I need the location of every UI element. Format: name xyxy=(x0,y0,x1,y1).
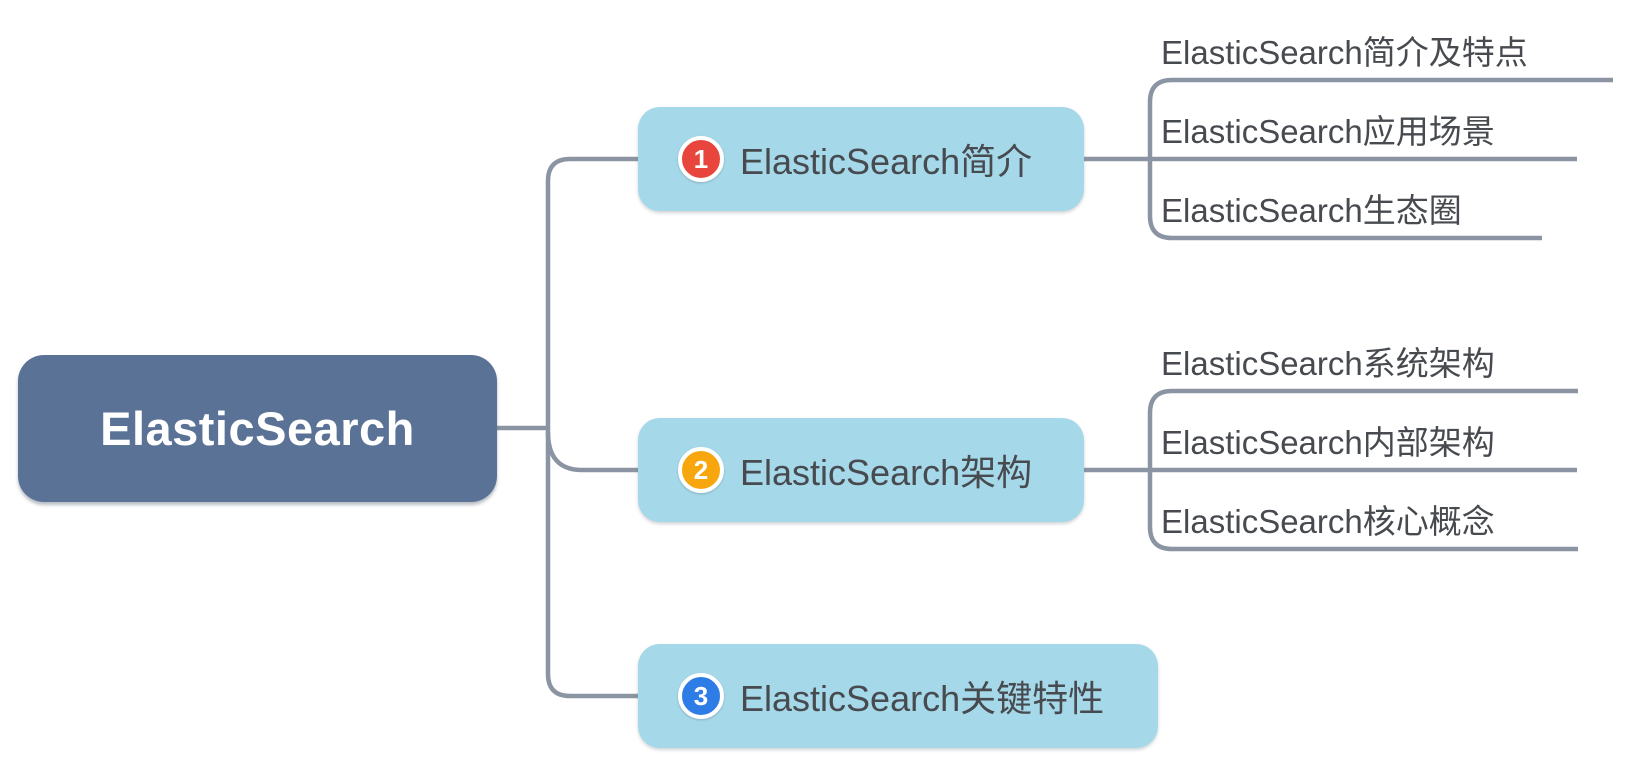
trunk-connector xyxy=(545,156,642,699)
branch-topic-elasticsearch-intro[interactable]: 1 ElasticSearch简介 xyxy=(638,107,1084,211)
numbered-badge-2-icon: 2 xyxy=(678,447,724,493)
subtopic-application-scenarios[interactable]: ElasticSearch应用场景 xyxy=(1161,113,1495,150)
subtopic-internal-architecture[interactable]: ElasticSearch内部架构 xyxy=(1161,424,1495,461)
subtopic-system-architecture[interactable]: ElasticSearch系统架构 xyxy=(1161,345,1495,382)
branch-topic-label: ElasticSearch关键特性 xyxy=(740,678,1105,719)
branch-topic-elasticsearch-architecture[interactable]: 2 ElasticSearch架构 xyxy=(638,418,1084,522)
subtopic-ecosystem[interactable]: ElasticSearch生态圈 xyxy=(1161,192,1462,229)
branch-topic-elasticsearch-key-features[interactable]: 3 ElasticSearch关键特性 xyxy=(638,644,1158,748)
branch-topic-label: ElasticSearch架构 xyxy=(740,452,1033,493)
root-topic-label: ElasticSearch xyxy=(100,402,415,455)
branch-2-connector xyxy=(545,431,642,473)
numbered-badge-3-icon: 3 xyxy=(678,673,724,719)
root-topic[interactable]: ElasticSearch xyxy=(18,355,497,502)
subtopic-core-concepts[interactable]: ElasticSearch核心概念 xyxy=(1161,503,1495,540)
subtopic-intro-and-features[interactable]: ElasticSearch简介及特点 xyxy=(1161,34,1528,71)
numbered-badge-1-icon: 1 xyxy=(678,136,724,182)
branch-topic-label: ElasticSearch简介 xyxy=(740,141,1033,182)
